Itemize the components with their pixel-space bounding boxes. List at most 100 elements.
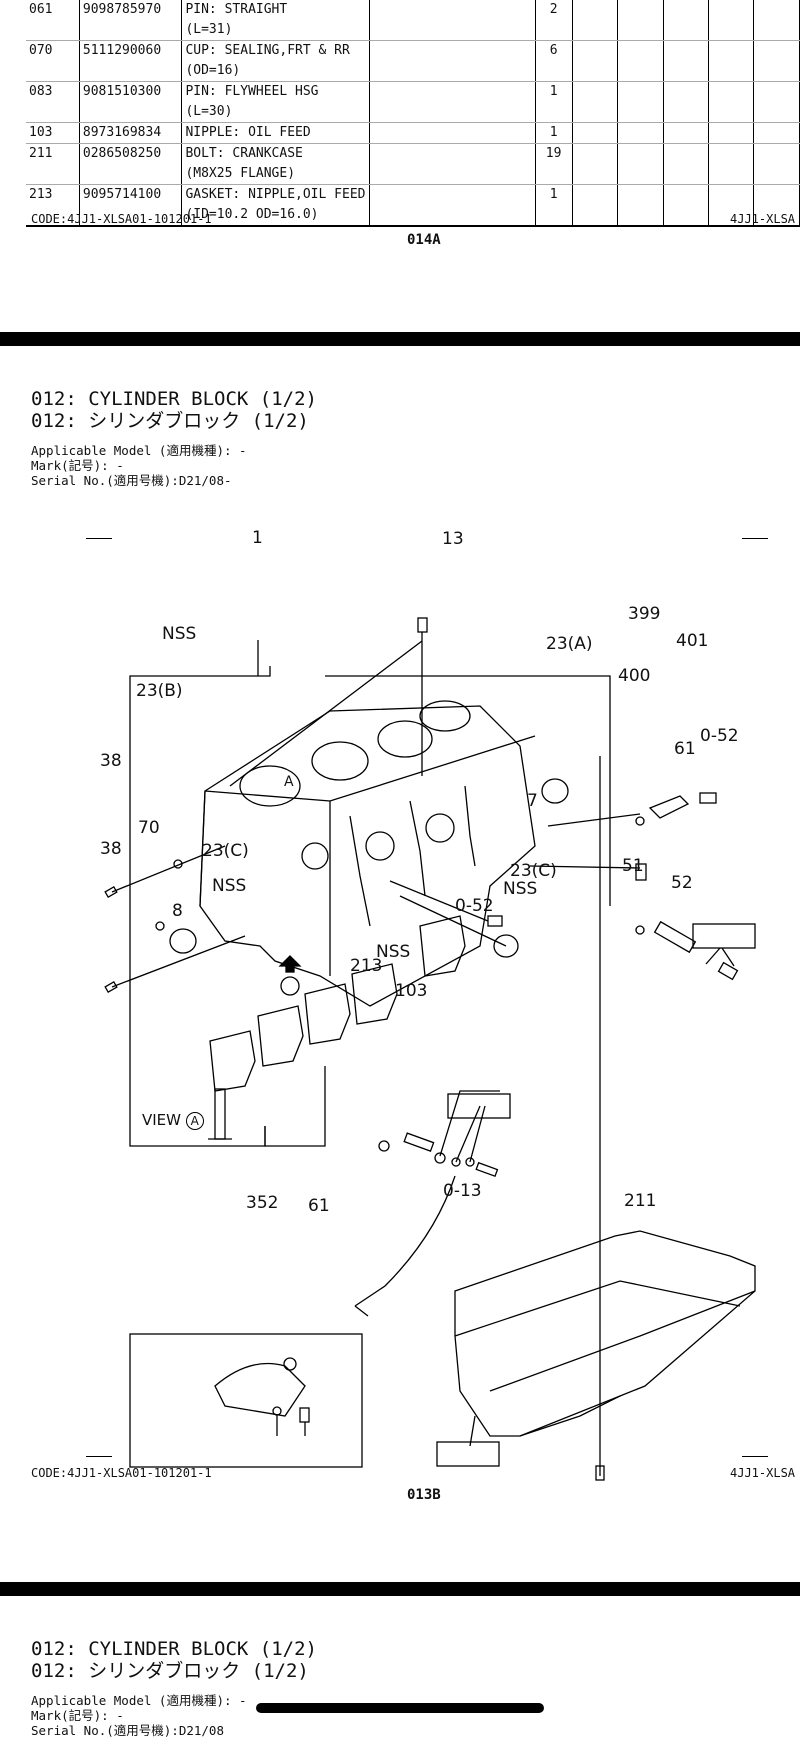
blank-cell [708, 122, 755, 144]
page-code-right: 4JJ1-XLSA [730, 212, 796, 226]
item-number: 103 [26, 122, 80, 144]
pin-61 [635, 863, 647, 881]
quantity [535, 164, 573, 185]
blank-cell [708, 102, 755, 123]
blank-cell [753, 81, 800, 102]
serial-no: Serial No.(適用号機):D21/08 [31, 1723, 224, 1738]
part-number [79, 205, 183, 227]
blank-cell [572, 0, 619, 20]
sensor-052 [717, 961, 739, 981]
label-52: 52 [671, 873, 693, 893]
sensor-52 [653, 920, 697, 954]
item-number: 211 [26, 143, 80, 164]
blank-cell [617, 164, 664, 185]
blank-cell [708, 61, 755, 82]
label-23c-left: 23(C) [202, 841, 249, 861]
blank-cell [617, 20, 664, 41]
label-61b: 61 [308, 1196, 330, 1216]
item-number: 213 [26, 184, 80, 205]
part-description: (M8X25 FLANGE) [181, 164, 370, 185]
blank-cell [369, 122, 536, 144]
label-70: 70 [138, 818, 160, 838]
label-7: 7 [527, 791, 538, 811]
blank-cell [663, 20, 710, 41]
quantity [535, 102, 573, 123]
cap-23c-left [169, 928, 197, 954]
bore [419, 700, 471, 732]
quantity: 2 [535, 0, 573, 20]
view-label-circle: A [185, 1112, 204, 1130]
blank-cell [753, 0, 800, 20]
view-a-box [129, 1333, 363, 1468]
blank-cell [663, 81, 710, 102]
page-code-right: 4JJ1-XLSA [730, 1466, 796, 1480]
blank-cell [663, 164, 710, 185]
part-number [79, 20, 183, 41]
applicable-model: Applicable Model (適用機種): - [31, 1693, 247, 1708]
part-description: (L=31) [181, 20, 370, 41]
applicable-model: Applicable Model (適用機種): - [31, 443, 247, 458]
label-nss-2: NSS [503, 879, 538, 899]
diagram-page: 012: CYLINDER BLOCK (1/2) 012: シリンダブロック … [0, 346, 800, 1586]
blank-cell [617, 0, 664, 20]
blank-cell [617, 122, 664, 144]
bore [311, 741, 369, 781]
page-number: 013B [407, 1487, 441, 1503]
part-description: PIN: STRAIGHT [181, 0, 370, 20]
part-number [79, 102, 183, 123]
blank-cell [572, 81, 619, 102]
quantity: 1 [535, 184, 573, 205]
blank-cell [708, 0, 755, 20]
blank-cell [572, 102, 619, 123]
cap-23c-right [493, 934, 519, 958]
blank-cell [369, 205, 536, 227]
blank-cell [753, 122, 800, 144]
mark: Mark(記号): - [31, 1708, 124, 1723]
blank-cell [708, 40, 755, 61]
label-052: 0-52 [700, 726, 739, 746]
home-indicator[interactable] [256, 1703, 544, 1713]
label-23b: 23(B) [136, 681, 183, 701]
label-51: 51 [622, 856, 644, 876]
blank-cell [663, 122, 710, 144]
corner-mark [86, 538, 112, 539]
label-23a: 23(A) [546, 634, 593, 654]
blank-cell [663, 102, 710, 123]
blank-cell [369, 61, 536, 82]
label-211: 211 [624, 1191, 657, 1211]
exploded-parts-diagram [104, 617, 756, 1481]
blank-cell [708, 81, 755, 102]
part-number: 5111290060 [79, 40, 183, 61]
part-number [79, 164, 183, 185]
item-number [26, 61, 80, 82]
page-title-jp: 012: シリンダブロック (1/2) [31, 1660, 309, 1682]
quantity: 6 [535, 40, 573, 61]
blank-cell [369, 81, 536, 102]
item-number: 070 [26, 40, 80, 61]
bolt-401 [699, 792, 717, 804]
label-38b: 38 [100, 839, 122, 859]
label-401: 401 [676, 631, 709, 651]
item-number [26, 20, 80, 41]
label-352: 352 [246, 1193, 279, 1213]
item-number: 083 [26, 81, 80, 102]
blank-cell [753, 143, 800, 164]
page-separator [0, 332, 800, 346]
part-number: 9098785970 [79, 0, 183, 20]
blank-cell [753, 164, 800, 185]
blank-cell [663, 40, 710, 61]
label-23c-right: 23(C) [510, 861, 557, 881]
blank-cell [753, 40, 800, 61]
blank-cell [572, 205, 619, 227]
blank-cell [663, 143, 710, 164]
corner-mark [86, 1456, 112, 1457]
label-399: 399 [628, 604, 661, 624]
cap-23a [541, 778, 569, 804]
blank-cell [753, 102, 800, 123]
label-052b: 0-52 [455, 896, 494, 916]
